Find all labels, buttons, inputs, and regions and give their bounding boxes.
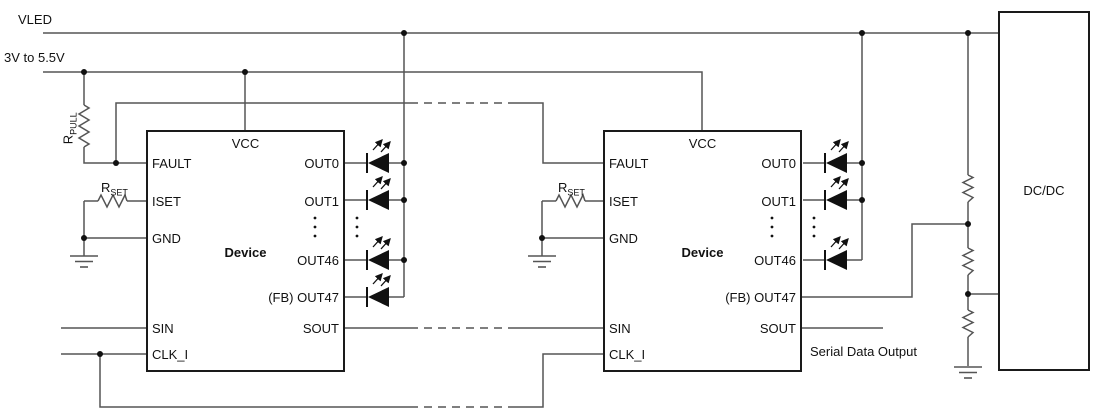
dcdc-label: DC/DC: [1023, 183, 1065, 198]
rpull-base: R: [60, 134, 76, 145]
rpull-sub: PULL: [68, 112, 79, 135]
wire-serial-net: [61, 327, 883, 408]
rset2-base: R: [558, 180, 568, 195]
junction-dots: [81, 30, 971, 357]
device1-pin-iset-label: ISET: [152, 194, 181, 209]
resistor-rset2: [555, 193, 586, 209]
device1-pin-fault-label: FAULT: [152, 156, 192, 171]
device2-pin-gnd-label: GND: [609, 231, 638, 246]
supply-voltage-label: 3V to 5.5V: [4, 50, 65, 65]
wire-dashed-links: [410, 102, 515, 408]
resistor-rpull: [77, 104, 91, 148]
resistor-divider-top: [961, 174, 975, 203]
serial-data-output-label: Serial Data Output: [810, 344, 917, 359]
device1-pin-out46-label: OUT46: [297, 253, 339, 268]
device2-pin-sout-label: SOUT: [759, 321, 796, 336]
resistor-rset1: [97, 193, 128, 209]
device2-pin-out1-label: OUT1: [761, 194, 796, 209]
resistor-divider-mid: [961, 247, 975, 276]
dcdc-box: [998, 11, 1090, 371]
wire-rset2-net: [541, 200, 603, 256]
device2-title: Device: [681, 245, 724, 260]
wire-rset1-net: [83, 200, 146, 256]
device2-pin-sin-label: SIN: [609, 321, 631, 336]
device1-title: Device: [224, 245, 267, 260]
device2-pin-clk-label: CLK_I: [609, 347, 646, 362]
device1-pin-clk-label: CLK_I: [152, 347, 189, 362]
device2-pin-out47-label: (FB) OUT47: [725, 290, 796, 305]
device1-pin-sin-label: SIN: [152, 321, 174, 336]
rpull-label: RPULL: [61, 87, 82, 169]
wire-supply-rail: [43, 71, 703, 130]
device2-vcc-pin-label: VCC: [688, 136, 717, 151]
device1-pin-gnd-label: GND: [152, 231, 181, 246]
device1-pin-out47-label: (FB) OUT47: [268, 290, 339, 305]
resistor-divider-bot: [961, 309, 975, 338]
device1-pin-sout-label: SOUT: [302, 321, 339, 336]
rset1-sub: SET: [110, 187, 128, 198]
device1-vcc-pin-label: VCC: [231, 136, 260, 151]
device2-pin-out0-label: OUT0: [761, 156, 796, 171]
device1-pin-out0-label: OUT0: [304, 156, 339, 171]
rset2-sub: SET: [567, 187, 585, 198]
device2-box: [603, 130, 802, 372]
device1-box: [146, 130, 345, 372]
device1-pin-out1-label: OUT1: [304, 194, 339, 209]
rset1-label: RSET: [101, 180, 128, 201]
ellipsis-dots: [313, 216, 816, 238]
device2-pin-fault-label: FAULT: [609, 156, 649, 171]
rset2-label: RSET: [558, 180, 585, 201]
device2-pin-out46-label: OUT46: [754, 253, 796, 268]
device2-pin-iset-label: ISET: [609, 194, 638, 209]
vled-label: VLED: [18, 12, 52, 27]
wire-fault-net: [83, 72, 603, 164]
rset1-base: R: [101, 180, 111, 195]
